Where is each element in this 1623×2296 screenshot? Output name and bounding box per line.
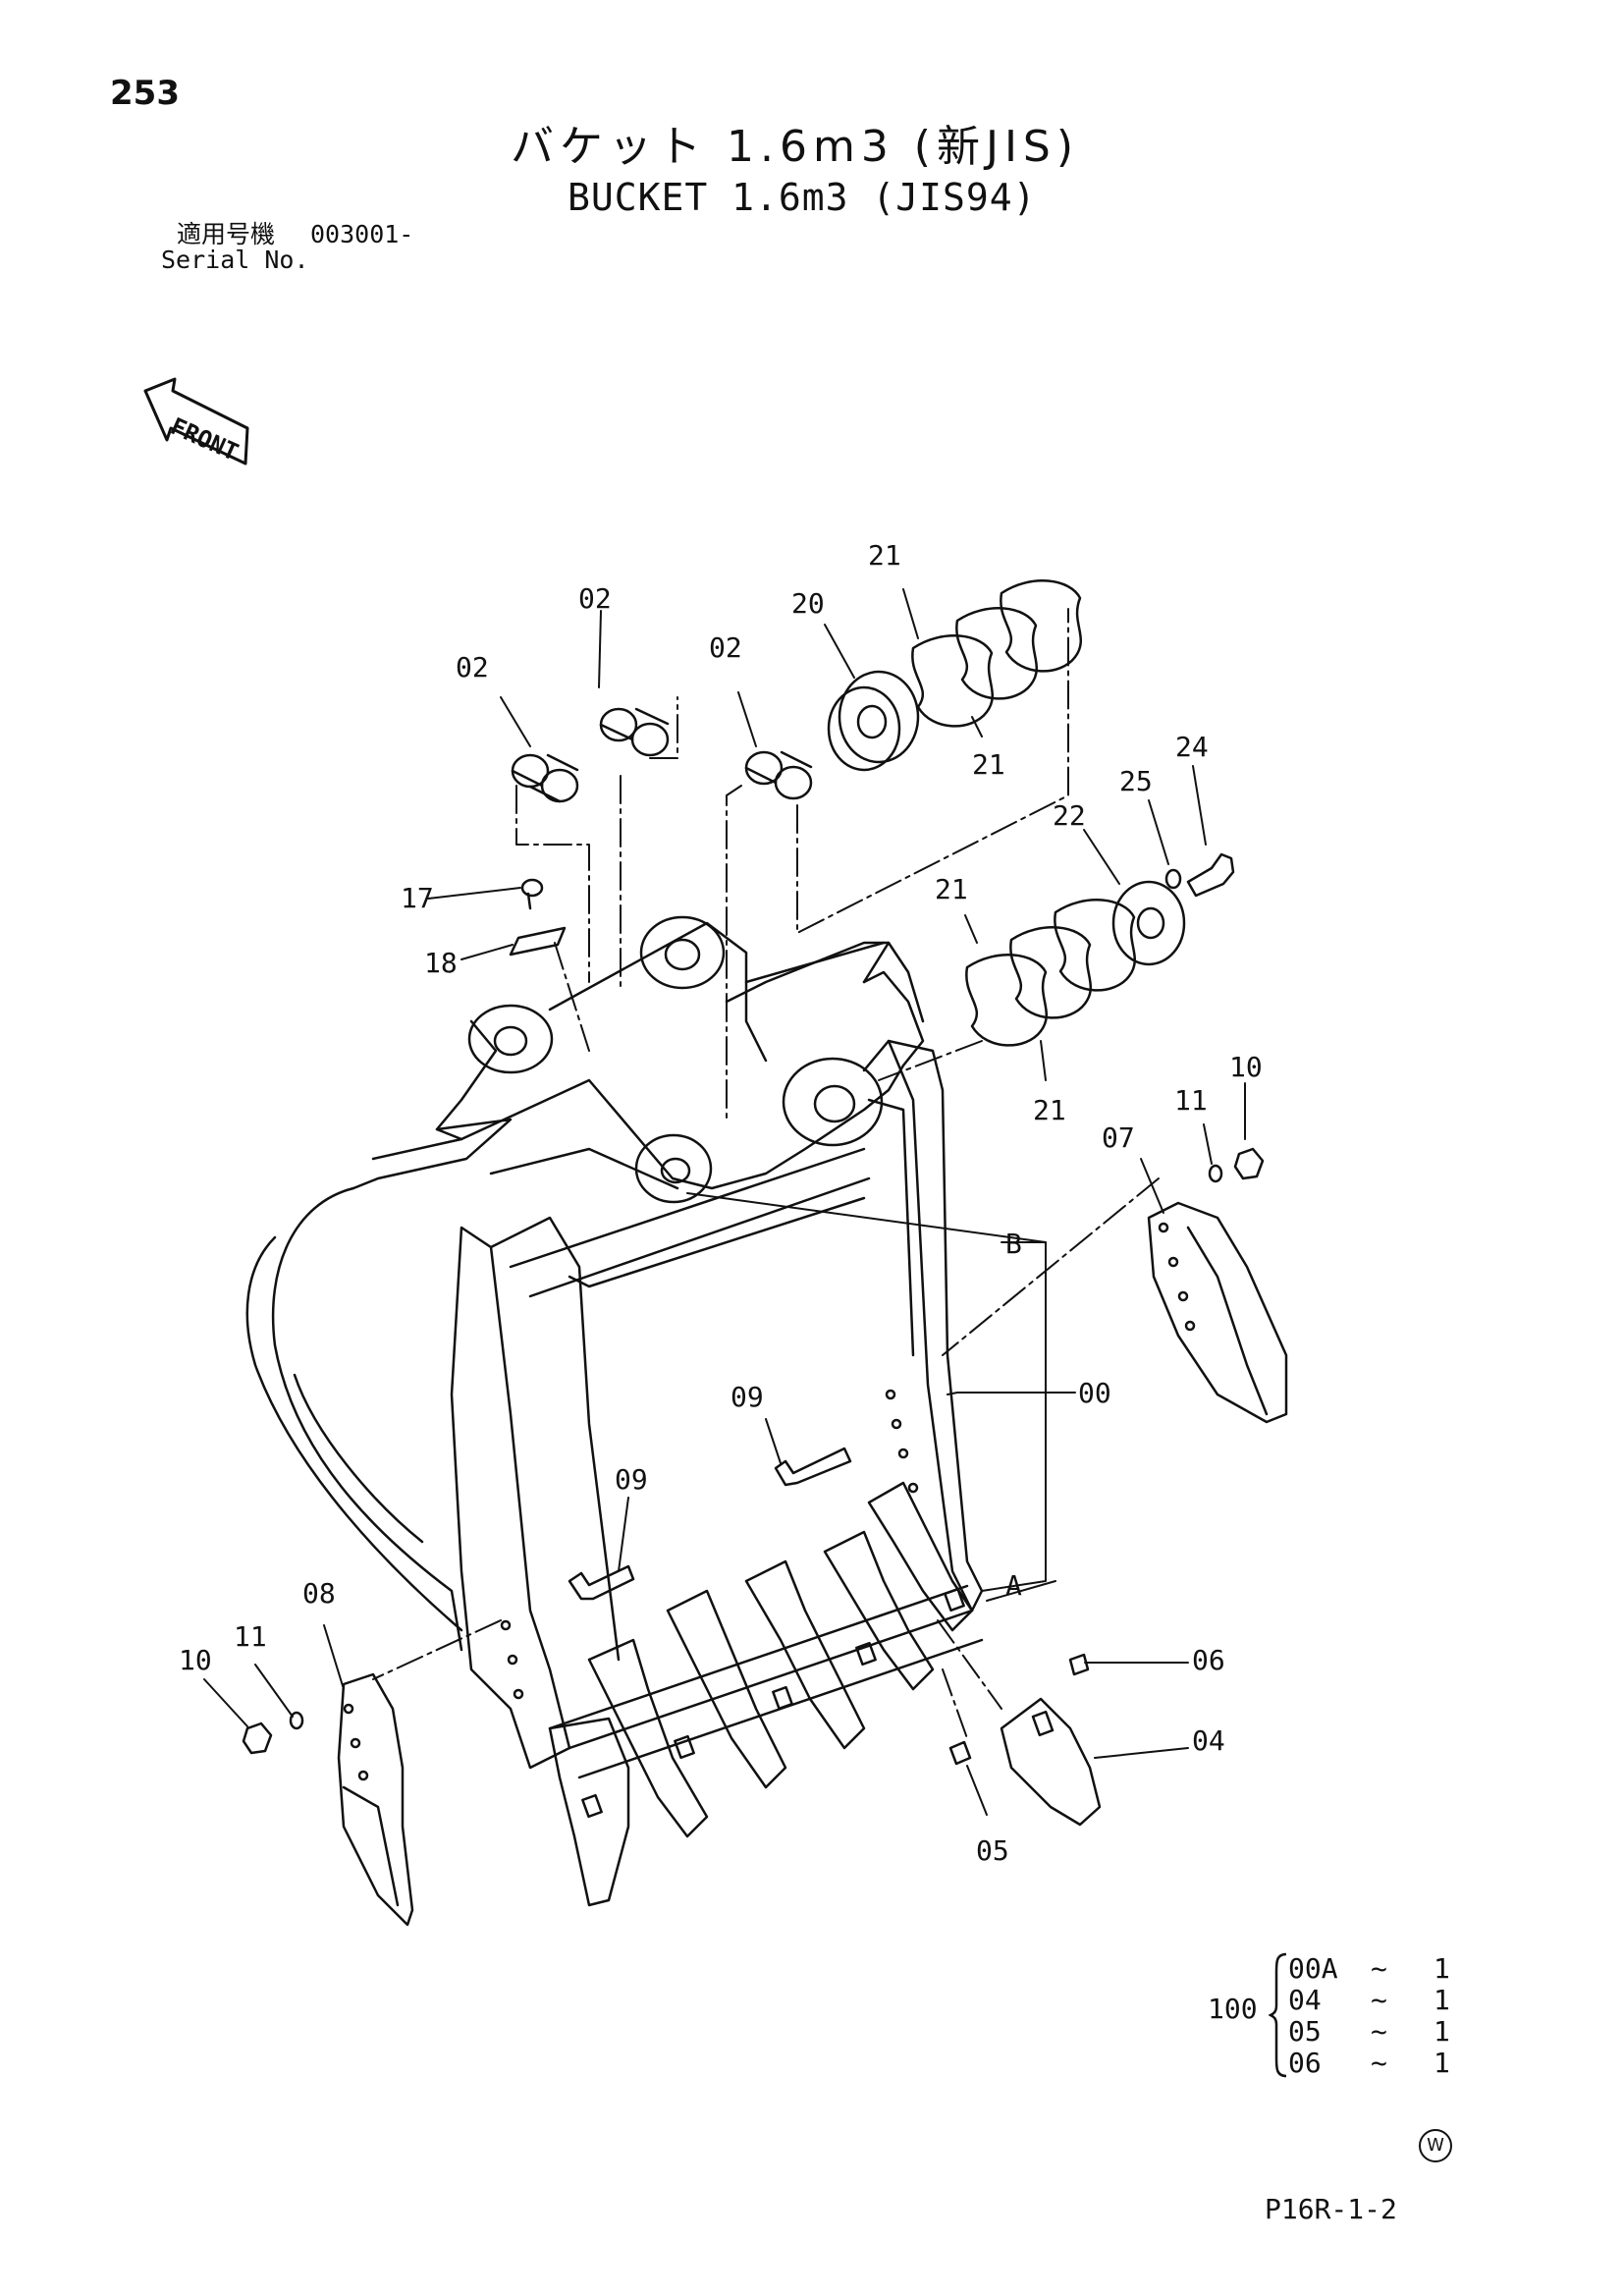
- tooth-04: [1000, 1697, 1102, 1827]
- label-17: 17: [401, 882, 434, 914]
- kit-item-separator: ~: [1371, 2047, 1387, 2079]
- leader-lines: [203, 588, 1246, 1816]
- bucket-body: [245, 915, 984, 1779]
- serial-label-english: Serial No.: [161, 246, 309, 274]
- nut-10-right: [1233, 1147, 1265, 1180]
- serial-label-japanese: 適用号機: [177, 220, 276, 248]
- plate-18: [509, 926, 567, 957]
- label-24: 24: [1175, 731, 1209, 763]
- kit-number: 100: [1208, 1993, 1258, 2025]
- kit-item-qty: 1: [1434, 2047, 1450, 2079]
- bolt-09-right: [774, 1447, 852, 1487]
- assembly-lines: [372, 608, 1160, 1739]
- label-09b: 09: [615, 1463, 648, 1496]
- label-A: A: [1005, 1569, 1022, 1602]
- washer-11-left: [289, 1711, 304, 1730]
- label-06: 06: [1192, 1644, 1225, 1676]
- label-18: 18: [424, 947, 458, 979]
- kit-item-code: 06: [1288, 2047, 1322, 2079]
- kit-item-separator: ~: [1371, 1952, 1387, 1985]
- label-00: 00: [1078, 1377, 1111, 1409]
- shims-21-upper: [911, 579, 1082, 728]
- label-B: B: [1005, 1228, 1022, 1260]
- serial-value: 003001-: [310, 220, 414, 248]
- bushing-02-left: [511, 753, 579, 803]
- label-07: 07: [1102, 1121, 1135, 1154]
- lock-05: [948, 1740, 972, 1766]
- kit-item-code: 04: [1288, 1984, 1322, 2016]
- label-22: 22: [1053, 799, 1086, 832]
- label-02c: 02: [709, 631, 742, 664]
- kit-breakdown: 100 00A ~ 1 04 ~ 1 05 ~ 1 06 ~ 1: [1208, 1952, 1463, 2090]
- washer-11-right: [1208, 1164, 1223, 1183]
- side-cutter-07: [1147, 1201, 1288, 1424]
- label-21b: 21: [972, 748, 1005, 781]
- page-title-japanese: バケット 1.6m3 (新JIS): [511, 122, 1080, 172]
- w-circle-icon: W: [1419, 2129, 1452, 2162]
- page-title-english: BUCKET 1.6m3 (JIS94): [568, 176, 1037, 219]
- label-04: 04: [1192, 1724, 1225, 1757]
- washer-25: [1164, 868, 1182, 890]
- kit-item-code: 00A: [1288, 1952, 1338, 1985]
- kit-item-separator: ~: [1371, 2015, 1387, 2048]
- label-10a: 10: [1229, 1051, 1263, 1083]
- label-21c: 21: [935, 873, 968, 905]
- bolt-09-left: [568, 1564, 635, 1601]
- brace-icon: [1269, 1952, 1287, 2078]
- side-cutter-08: [337, 1672, 414, 1927]
- label-11b: 11: [234, 1620, 267, 1653]
- label-25: 25: [1119, 765, 1153, 797]
- label-08: 08: [302, 1577, 336, 1610]
- label-05: 05: [976, 1834, 1009, 1867]
- page-code: P16R-1-2: [1265, 2193, 1397, 2225]
- label-10b: 10: [179, 1644, 212, 1676]
- pin-06: [1068, 1653, 1090, 1676]
- label-09a: 09: [730, 1381, 764, 1413]
- label-20: 20: [791, 587, 825, 620]
- kit-item-code: 05: [1288, 2015, 1322, 2048]
- bushing-02-middle: [599, 707, 670, 757]
- label-11a: 11: [1174, 1084, 1208, 1117]
- label-02a: 02: [456, 651, 489, 683]
- pin-17: [520, 878, 544, 910]
- part-labels: 02 02 02 20 21 21 21 21 22 25 24 17 18 1…: [179, 539, 1263, 1867]
- label-02b: 02: [578, 582, 612, 615]
- kit-item-separator: ~: [1371, 1984, 1387, 2016]
- ring-20: [827, 670, 920, 772]
- kit-item-qty: 1: [1434, 2015, 1450, 2048]
- kit-item-qty: 1: [1434, 1984, 1450, 2016]
- bolt-24: [1186, 852, 1235, 898]
- front-arrow-icon: FRONT: [143, 377, 249, 466]
- page-number: 253: [110, 74, 180, 113]
- kit-item-qty: 1: [1434, 1952, 1450, 1985]
- shims-21-lower: [965, 899, 1136, 1047]
- bushing-02-right: [744, 750, 813, 800]
- label-21d: 21: [1033, 1094, 1066, 1126]
- bucket-teeth: [548, 1481, 974, 1907]
- nut-10-left: [242, 1722, 273, 1755]
- plate-22: [1111, 880, 1186, 966]
- label-21a: 21: [868, 539, 901, 572]
